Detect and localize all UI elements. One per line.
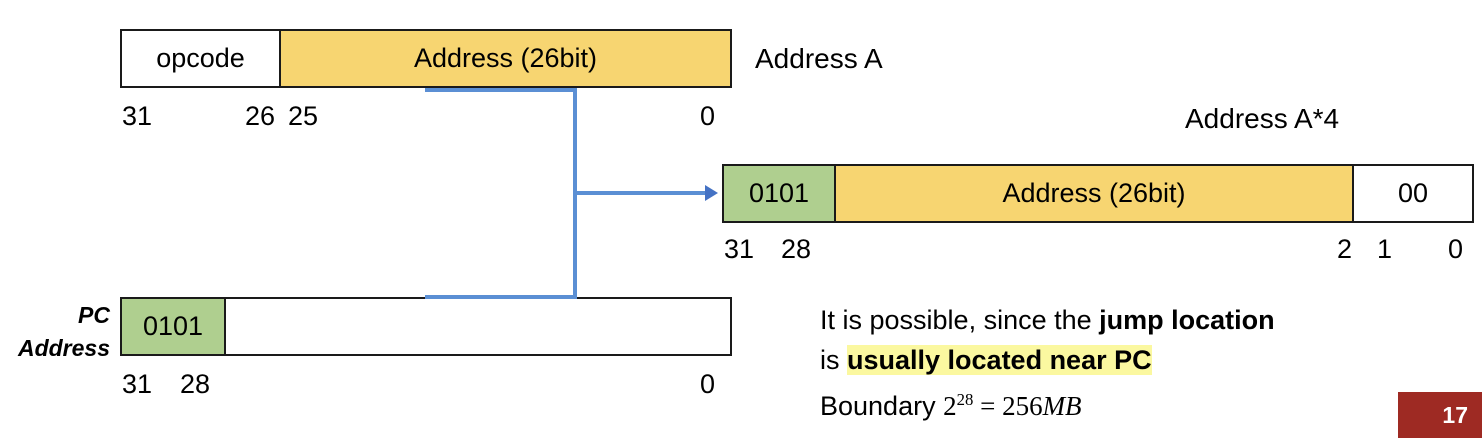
target-bit-2: 2 [1337, 234, 1353, 264]
pc-bit-28: 28 [180, 369, 211, 399]
target-bit-31: 31 [724, 234, 755, 264]
pc-high-bits-label: 0101 [142, 311, 204, 341]
instruction-bit-26: 26 [245, 101, 276, 131]
notes-line-2: is usually located near PC [820, 340, 1275, 380]
instruction-bit-25: 25 [288, 101, 319, 131]
pc-address-caption-line1: PC [78, 302, 110, 328]
notes-line3-exponent: 28 [956, 390, 974, 409]
pc-bit-0: 0 [700, 369, 716, 399]
pc-remaining-bits-segment [226, 299, 730, 354]
notes-line3-prefix: Boundary [820, 391, 944, 421]
pc-address-box: 0101 [120, 297, 732, 356]
target-pc-high-label: 0101 [748, 178, 810, 208]
slide-number-badge: 17 [1398, 392, 1482, 438]
target-zero-bits-label: 00 [1397, 178, 1429, 208]
notes-line3-value: 256 [1002, 391, 1043, 421]
target-zero-bits-segment: 00 [1354, 166, 1472, 221]
target-bit-1: 1 [1377, 234, 1393, 264]
target-address-label: Address (26bit) [1002, 178, 1186, 208]
instruction-word-caption: Address A [755, 43, 883, 74]
target-bit-28: 28 [781, 234, 812, 264]
notes-line-3: Boundary 228 = 256MB [820, 380, 1275, 426]
notes-line3-base: 2 [943, 391, 957, 421]
notes-line2-plain: is [820, 345, 847, 375]
target-pc-high-segment: 0101 [724, 166, 836, 221]
connector-arrow-shaft [573, 191, 705, 195]
instruction-address-segment: Address (26bit) [281, 31, 730, 86]
notes-line3-equals: = [973, 391, 1003, 421]
pc-high-bits-segment: 0101 [122, 299, 226, 354]
connector-bottom-segment [425, 295, 577, 299]
target-word-caption: Address A*4 [1185, 103, 1340, 134]
target-address-box: 0101 Address (26bit) 00 [722, 164, 1474, 223]
instruction-opcode-label: opcode [156, 43, 245, 73]
target-address-segment: Address (26bit) [836, 166, 1354, 221]
instruction-bit-0: 0 [700, 101, 716, 131]
notes-line3-unit: MB [1042, 391, 1082, 421]
slide-number-label: 17 [1442, 401, 1468, 428]
pc-bit-31: 31 [122, 369, 153, 399]
instruction-opcode-segment: opcode [122, 31, 281, 86]
notes-block: It is possible, since the jump location … [820, 300, 1275, 426]
instruction-address-label: Address (26bit) [413, 43, 598, 73]
notes-line1-plain: It is possible, since the [820, 305, 1100, 335]
instruction-word-box: opcode Address (26bit) [120, 29, 732, 88]
instruction-bit-31: 31 [122, 101, 153, 131]
pc-address-caption-line2: Address [17, 335, 110, 361]
connector-arrow-head-icon [705, 185, 718, 201]
notes-line1-bold: jump location [1099, 305, 1275, 335]
target-bit-0: 0 [1448, 234, 1464, 264]
connector-top-segment [425, 88, 577, 92]
notes-line2-highlighted: usually located near PC [847, 345, 1152, 375]
notes-line-1: It is possible, since the jump location [820, 300, 1275, 340]
